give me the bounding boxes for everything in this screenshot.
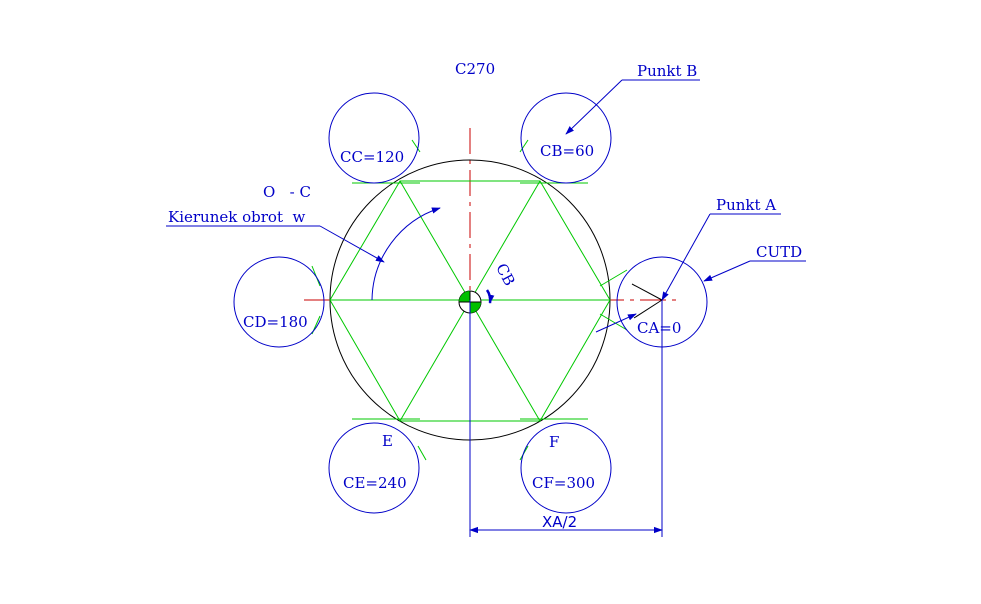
tool-circle-cf	[520, 422, 612, 514]
tool-circle-ce	[328, 422, 420, 514]
label-underlines	[637, 79, 806, 262]
f-label: F	[549, 433, 559, 451]
cb-arrow-label: CB	[492, 260, 518, 288]
xa2-label: XA/2	[542, 513, 577, 531]
cutd-label: CUTD	[756, 243, 802, 261]
tool-circle-cb	[520, 92, 612, 184]
xa2-dimension	[469, 300, 663, 537]
cb-label: CB=60	[540, 142, 594, 160]
kierunek-label: Kierunek obrot w	[168, 208, 306, 226]
c270-label: C270	[455, 60, 495, 78]
ca-label: CA=0	[637, 319, 681, 337]
tangent-tick	[599, 313, 628, 331]
cc-label: CC=120	[340, 148, 404, 166]
rotation-arc	[371, 207, 441, 301]
punkt-a-label: Punkt A	[716, 196, 776, 214]
tool-circle-cd	[233, 256, 325, 348]
leaders	[166, 79, 806, 333]
tangent-tick	[411, 139, 421, 153]
centerlines	[304, 128, 678, 442]
tangent-tick	[519, 445, 529, 461]
tool-circle-cc	[328, 92, 420, 184]
tangent-tick	[519, 139, 529, 153]
tangent-tick	[599, 269, 628, 287]
cf-label: CF=300	[532, 474, 595, 492]
o-c-label: O - C	[263, 183, 311, 201]
punkt-b-label: Punkt B	[637, 62, 697, 80]
ca-radius-marks	[631, 283, 663, 319]
ce-label: CE=240	[343, 474, 407, 492]
cd-label: CD=180	[243, 313, 308, 331]
e-label: E	[382, 432, 393, 450]
cb-arc-arrow	[485, 289, 495, 304]
tangent-tick	[417, 445, 427, 461]
